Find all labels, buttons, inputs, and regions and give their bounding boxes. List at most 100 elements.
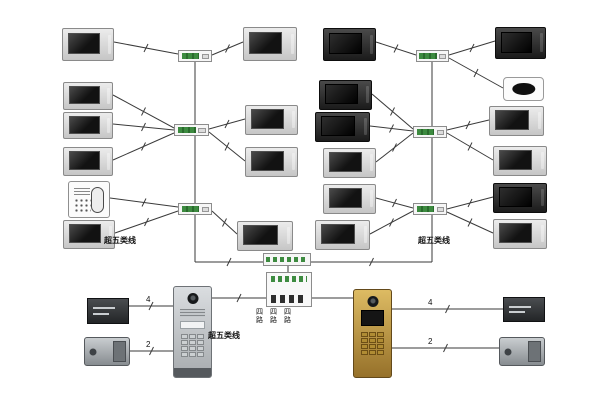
cable-tick bbox=[141, 107, 146, 116]
cable-tick bbox=[469, 43, 475, 53]
monitor-buttons bbox=[369, 34, 373, 54]
indoor-monitor bbox=[489, 106, 544, 136]
indoor-monitor bbox=[493, 219, 547, 249]
floor-distributor bbox=[178, 203, 212, 215]
handset bbox=[91, 187, 104, 213]
monitor-screen bbox=[325, 84, 358, 104]
key-button bbox=[180, 352, 188, 357]
cable-tick bbox=[393, 44, 399, 53]
label-line bbox=[92, 312, 109, 315]
monitor-screen bbox=[68, 86, 100, 105]
distributor-terminal bbox=[201, 53, 210, 59]
distributor-terminal bbox=[436, 129, 445, 135]
cable-tick bbox=[226, 257, 232, 267]
monitor-buttons bbox=[107, 117, 111, 133]
monitor-screen bbox=[499, 150, 533, 170]
port-label: 四路 bbox=[284, 309, 291, 324]
wire-count-label: 4 bbox=[428, 298, 433, 307]
speaker-grill bbox=[74, 188, 90, 196]
electric-lock bbox=[84, 337, 130, 366]
cable-tick bbox=[392, 198, 397, 208]
key-button bbox=[368, 338, 377, 343]
indoor-monitor bbox=[63, 220, 115, 249]
cable-tick bbox=[392, 143, 397, 152]
cable-tick bbox=[473, 68, 479, 78]
floor-distributor bbox=[413, 203, 447, 215]
indoor-monitor bbox=[63, 82, 113, 110]
key-button bbox=[180, 346, 188, 351]
distributor-pcb bbox=[177, 127, 197, 133]
distributor-pcb bbox=[181, 53, 200, 59]
floor-distributor bbox=[174, 124, 209, 136]
distributor-ports bbox=[271, 295, 307, 303]
indoor-monitor bbox=[237, 221, 293, 251]
port-label: 四路 bbox=[270, 309, 277, 324]
camera-lens bbox=[367, 296, 378, 307]
display-screen bbox=[360, 310, 385, 326]
monitor-buttons bbox=[290, 33, 294, 54]
monitor-buttons bbox=[540, 33, 544, 52]
distributor-pcb bbox=[416, 129, 435, 135]
key-button bbox=[188, 346, 197, 351]
cable-tick bbox=[445, 304, 450, 314]
keypad-dots bbox=[74, 198, 91, 212]
indoor-monitor bbox=[245, 147, 298, 177]
key-button bbox=[377, 344, 385, 349]
key-button bbox=[360, 350, 368, 355]
key-button bbox=[377, 338, 385, 343]
monitor-buttons bbox=[540, 152, 544, 170]
indoor-monitor bbox=[63, 112, 113, 139]
door-station-left bbox=[173, 286, 212, 378]
name-plate bbox=[179, 321, 206, 329]
monitor-screen bbox=[68, 32, 100, 55]
lock-body bbox=[113, 341, 127, 362]
key-button bbox=[360, 338, 368, 343]
monitor-screen bbox=[251, 109, 284, 129]
key-button bbox=[188, 334, 197, 339]
monitor-screen bbox=[69, 224, 101, 244]
cable-tick bbox=[389, 218, 394, 227]
indoor-monitor bbox=[319, 80, 372, 110]
indoor-monitor bbox=[315, 220, 370, 250]
video-distributor bbox=[266, 272, 312, 307]
indoor-monitor bbox=[495, 27, 546, 59]
monitor-screen bbox=[321, 116, 356, 136]
monitor-screen bbox=[68, 116, 100, 134]
keypad bbox=[360, 332, 385, 355]
power-supply bbox=[503, 297, 545, 322]
indoor-monitor bbox=[243, 27, 297, 61]
distributor-pcb bbox=[181, 206, 200, 212]
floor-distributor bbox=[413, 126, 447, 138]
indoor-monitor bbox=[493, 183, 547, 213]
indoor-monitor bbox=[245, 105, 298, 135]
monitor-buttons bbox=[108, 34, 111, 54]
monitor-screen bbox=[499, 223, 533, 243]
distributor-terminal bbox=[436, 206, 445, 212]
monitor-screen bbox=[329, 152, 362, 172]
monitor-buttons bbox=[107, 152, 111, 170]
monitor-screen bbox=[500, 31, 533, 53]
cable-tick bbox=[443, 343, 448, 353]
monitor-screen bbox=[329, 32, 362, 55]
indoor-monitor bbox=[63, 147, 113, 176]
key-button bbox=[377, 350, 385, 355]
lock-cylinder bbox=[504, 348, 512, 355]
key-button bbox=[368, 332, 377, 337]
cable-tick bbox=[390, 107, 395, 116]
cable-type-label: 超五类线 bbox=[418, 236, 450, 245]
cable-type-label: 超五类线 bbox=[104, 236, 136, 245]
door-station-right bbox=[353, 289, 392, 378]
monitor-screen bbox=[68, 151, 100, 171]
monitor-screen bbox=[243, 225, 278, 245]
camera-lens bbox=[187, 293, 198, 304]
door-chime bbox=[503, 77, 544, 101]
port-label: 四路 bbox=[256, 309, 263, 324]
monitor-buttons bbox=[363, 118, 367, 136]
monitor-screen bbox=[495, 110, 530, 130]
wire-count-label: 2 bbox=[146, 340, 151, 349]
distributor-terminal bbox=[198, 127, 207, 133]
key-button bbox=[180, 340, 188, 345]
key-button bbox=[368, 344, 377, 349]
